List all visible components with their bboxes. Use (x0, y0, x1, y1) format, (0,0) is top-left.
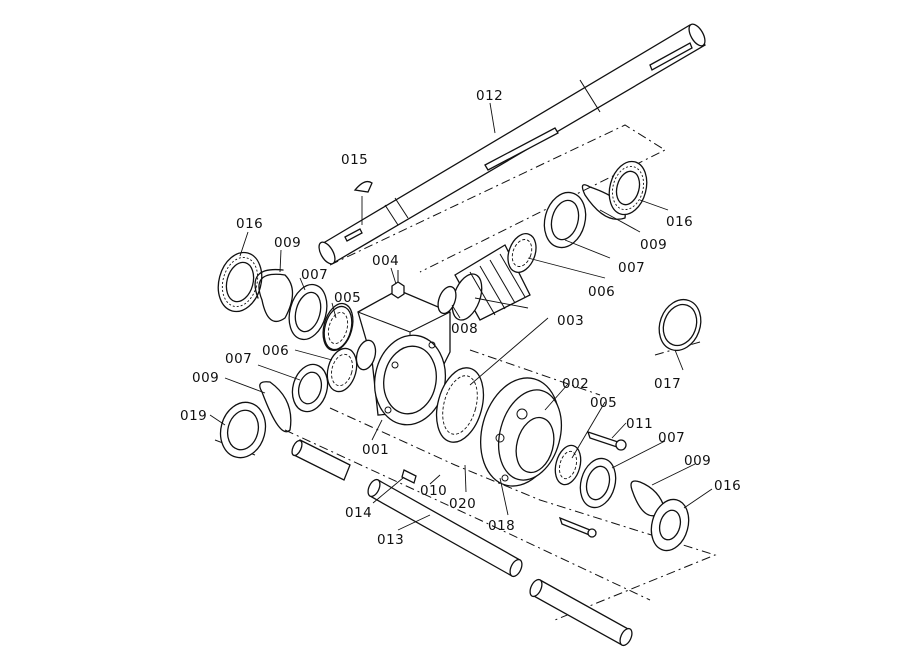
label-002: 002 (562, 376, 589, 392)
label-005-right: 005 (590, 395, 617, 411)
gear-housing-001 (355, 289, 451, 426)
label-007-lower-left: 007 (225, 351, 252, 367)
label-004: 004 (372, 253, 399, 269)
bevel-gear-set-left (323, 305, 358, 393)
label-016-upper-left: 016 (236, 216, 263, 232)
label-015: 015 (341, 152, 368, 168)
label-010: 010 (420, 483, 447, 499)
label-009-lower-right: 009 (684, 453, 711, 469)
shaft-key-014 (401, 469, 417, 484)
label-007-lower-right: 007 (658, 430, 685, 446)
snap-ring-017 (658, 298, 702, 352)
label-012: 012 (476, 88, 503, 104)
label-018: 018 (488, 518, 515, 534)
helical-gear-003 (437, 233, 537, 321)
label-016-lower-right: 016 (714, 478, 741, 494)
label-009-upper-left: 009 (274, 235, 301, 251)
label-005-left: 005 (334, 290, 361, 306)
label-003: 003 (557, 313, 584, 329)
right-upper-bearing-set (543, 160, 648, 249)
woodruff-key-015 (353, 180, 373, 225)
right-lower-bearing-set (554, 430, 690, 552)
main-shaft-012 (318, 23, 706, 265)
label-013: 013 (377, 532, 404, 548)
label-008: 008 (451, 321, 478, 337)
label-009-upper-right: 009 (640, 237, 667, 253)
label-001: 001 (362, 442, 389, 458)
cover-flange-002 (435, 367, 562, 487)
label-009-lower-left: 009 (192, 370, 219, 386)
part-labels: 012 015 016 009 007 004 005 006 007 009 … (180, 88, 741, 548)
label-006-right: 006 (588, 284, 615, 300)
left-lower-bearing-set (219, 363, 329, 459)
label-007-upper-left: 007 (301, 267, 328, 283)
label-006-left: 006 (262, 343, 289, 359)
grease-nipple-004 (391, 270, 405, 299)
label-014: 014 (345, 505, 372, 521)
label-020: 020 (449, 496, 476, 512)
label-007-upper-right: 007 (618, 260, 645, 276)
label-019: 019 (180, 408, 207, 424)
lower-shaft-013 (291, 439, 633, 647)
label-017: 017 (654, 376, 681, 392)
leader-lines (209, 102, 713, 531)
label-016-upper-right: 016 (666, 214, 693, 230)
label-011: 011 (626, 416, 653, 432)
